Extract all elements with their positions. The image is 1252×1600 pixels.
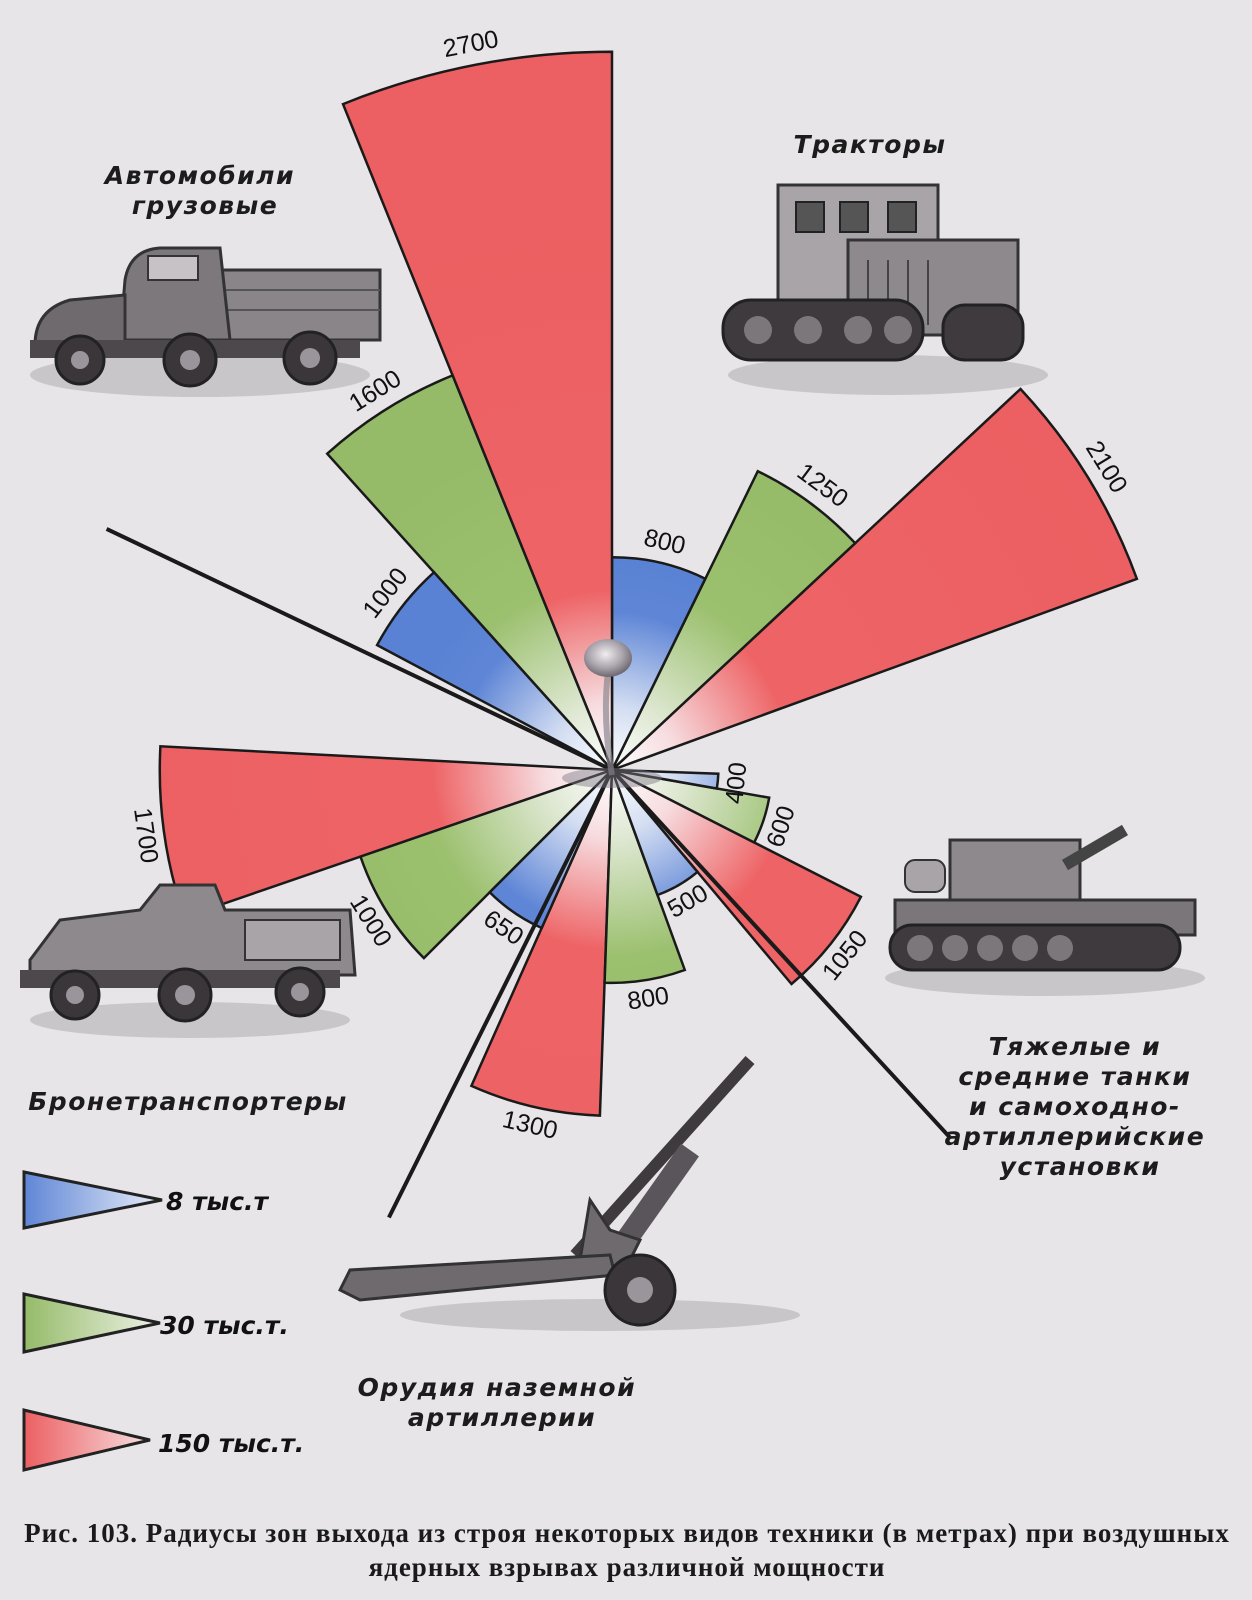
figure-caption: Рис. 103. Радиусы зон выхода из строя не…: [14, 1516, 1240, 1584]
value-label-artillery-1: 800: [625, 981, 671, 1015]
wedges-layer: [158, 50, 1139, 1117]
label-tanks: Тяжелые и средние танки и самоходно- арт…: [945, 1032, 1216, 1181]
value-label-trucks-2: 2700: [441, 25, 501, 63]
value-label-tanks-0: 400: [720, 761, 752, 805]
wedge-150kt-artillery: [469, 769, 614, 1117]
label-artillery: Орудия наземной артиллерии: [358, 1373, 647, 1432]
value-label-apc-2: 1700: [128, 806, 163, 865]
apc-icon: [20, 883, 357, 1038]
mushroom-cloud-icon: [562, 639, 662, 788]
sector-divider-2: [105, 527, 613, 772]
legend-label-150kt: 150 тыс.т.: [158, 1429, 304, 1458]
wedge-8kt-tanks: [611, 768, 720, 790]
wedge-8kt-artillery: [610, 769, 700, 897]
wedge-150kt-tractors: [611, 387, 1139, 772]
sector-divider-0: [610, 768, 952, 1140]
legend-item-8kt: 8 тыс.т: [22, 1170, 270, 1230]
label-tractors: Тракторы: [794, 130, 947, 159]
wedge-30kt-trucks: [325, 373, 614, 771]
wedge-30kt-apc: [358, 768, 613, 960]
legend-item-30kt: 30 тыс.т.: [22, 1292, 289, 1354]
truck-icon: [30, 246, 382, 397]
wedge-30kt-tanks: [611, 768, 771, 845]
tank-icon: [885, 824, 1205, 996]
tractor-icon: [721, 183, 1048, 395]
figure-number: Рис. 103.: [24, 1518, 138, 1548]
artillery-gun-icon: [337, 1055, 800, 1331]
value-label-tractors-0: 800: [641, 524, 688, 561]
wedge-8kt-trucks: [375, 570, 613, 772]
legend-label-8kt: 8 тыс.т: [166, 1187, 270, 1216]
legend-label-30kt: 30 тыс.т.: [160, 1311, 289, 1340]
legend: 8 тыс.т 30 тыс.т. 150 тыс.т.: [22, 1170, 304, 1472]
category-labels: Автомобили грузовые Тракторы Тяжелые и с…: [28, 130, 1216, 1432]
legend-swatch-red: [22, 1408, 151, 1472]
label-trucks: Автомобили грузовые: [103, 161, 305, 220]
sector-divider-1: [387, 769, 614, 1219]
wedge-150kt-tanks: [611, 768, 863, 986]
label-apc: Бронетранспортеры: [28, 1087, 348, 1116]
wedge-30kt-tractors: [610, 469, 857, 771]
wedge-150kt-trucks: [341, 50, 614, 771]
legend-swatch-blue: [22, 1170, 163, 1230]
legend-item-150kt: 150 тыс.т.: [22, 1408, 304, 1472]
wedge-30kt-artillery: [603, 769, 687, 985]
wedge-8kt-apc: [487, 769, 614, 930]
legend-swatch-green: [22, 1292, 161, 1354]
sector-boundaries: [105, 527, 952, 1219]
figure-caption-text: Радиусы зон выхода из строя некоторых ви…: [145, 1518, 1230, 1582]
